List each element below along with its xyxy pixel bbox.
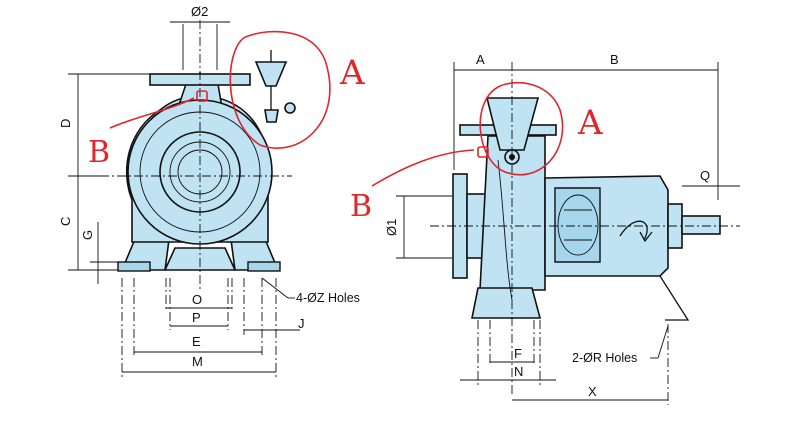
dim-G-label: G (80, 230, 95, 240)
side-marker-A: A (577, 103, 603, 143)
dim-Q-label: Q (700, 168, 710, 183)
side-annotation-A-circle (479, 82, 564, 176)
front-view: Ø2 D C G O P E M (58, 4, 365, 378)
side-priming-funnel (485, 97, 540, 151)
front-annotation-B-square (196, 90, 208, 102)
side-shaft (681, 215, 721, 235)
side-view: A B Q Ø1 F N X 2-ØR Holes A B (350, 52, 740, 405)
dim-E-label: E (192, 334, 201, 349)
dim-phi1-label: Ø1 (384, 219, 399, 236)
dim-C-label: C (58, 217, 73, 226)
side-support-leg (659, 275, 690, 321)
front-marker-A: A (339, 53, 365, 93)
dim-N-label: N (514, 364, 523, 379)
dim-F-label: F (514, 346, 522, 361)
dim-J-label: J (298, 316, 305, 331)
dim-D-label: D (58, 119, 73, 128)
side-annotation-B-arrow (371, 149, 475, 187)
front-annotation-A-circle (229, 30, 331, 149)
side-casing-foot (471, 287, 542, 319)
side-holes-note: 2-ØR Holes (572, 351, 637, 365)
front-annotation-B-arrow (109, 97, 195, 129)
dim-M-label: M (192, 354, 203, 369)
front-foot-pad-left (117, 261, 151, 272)
dim-O-label: O (192, 292, 202, 307)
front-priming-funnel (254, 61, 288, 87)
side-marker-B: B (350, 189, 372, 224)
side-annotation-B-square (477, 146, 489, 158)
front-holes-note: 4-ØZ Holes (296, 291, 360, 305)
front-foot-pad-right (247, 261, 281, 272)
dim-side-A-label: A (476, 52, 485, 67)
dim-P-label: P (192, 310, 201, 325)
dim-X-label: X (588, 384, 597, 399)
dim-side-B-label: B (610, 52, 619, 67)
front-marker-B: B (88, 135, 110, 170)
dim-phi2-label: Ø2 (191, 4, 208, 19)
